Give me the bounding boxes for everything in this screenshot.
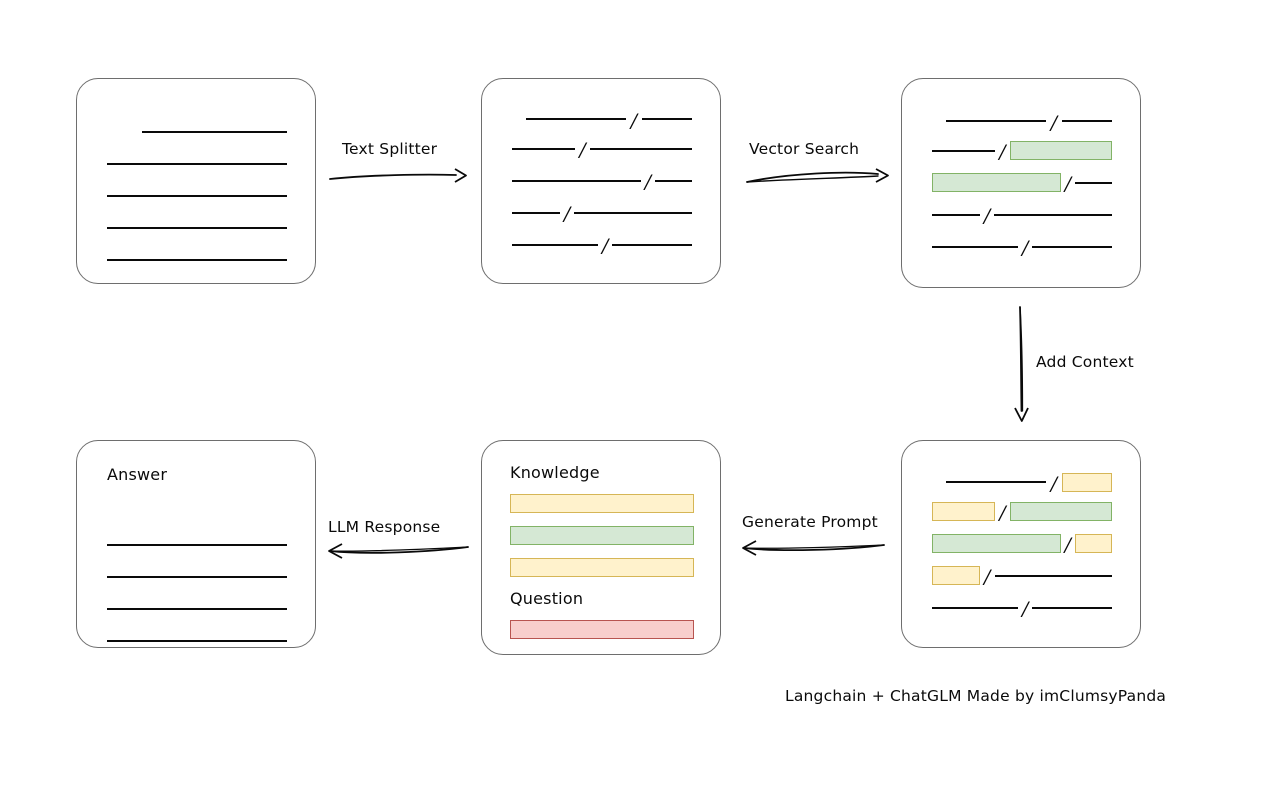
doc-line bbox=[107, 229, 287, 261]
slash-separator: / bbox=[984, 566, 991, 588]
chunk-segment bbox=[946, 481, 1046, 483]
chunk-segment bbox=[1062, 120, 1112, 122]
chunk-segment bbox=[574, 211, 692, 214]
doc-line bbox=[107, 106, 287, 133]
slash-separator: / bbox=[601, 235, 609, 257]
chunk-segment-highlight-yellow bbox=[932, 566, 980, 585]
chunk-row: / bbox=[512, 197, 692, 229]
question-label: Question bbox=[510, 589, 584, 608]
doc-line bbox=[107, 197, 287, 229]
split-chunks-lines: / / / / / bbox=[512, 79, 692, 283]
chunk-segment bbox=[932, 213, 980, 216]
chunk-segment bbox=[1075, 181, 1112, 184]
slash-separator: / bbox=[579, 139, 586, 161]
chunk-segment bbox=[655, 179, 692, 182]
chunk-row: / bbox=[512, 229, 692, 261]
slash-separator: / bbox=[983, 205, 991, 227]
knowledge-label: Knowledge bbox=[510, 463, 600, 482]
chunk-segment bbox=[512, 243, 598, 246]
arrow-llm-response: LLM Response bbox=[322, 518, 470, 568]
slash-separator: / bbox=[1064, 173, 1072, 195]
chunk-segment bbox=[512, 211, 560, 214]
chunk-segment bbox=[512, 179, 641, 182]
slash-separator: / bbox=[1021, 237, 1029, 259]
chunk-segment bbox=[526, 118, 626, 120]
question-bar bbox=[510, 620, 694, 639]
slash-separator: / bbox=[630, 109, 638, 132]
answer-line bbox=[107, 514, 287, 546]
chunk-segment bbox=[932, 149, 996, 152]
box-answer[interactable]: Answer bbox=[76, 440, 316, 648]
chunk-row: / bbox=[932, 231, 1112, 263]
context-added-chunks-lines: / / / / / bbox=[931, 441, 1112, 647]
box-context-added-chunks[interactable]: / / / / / bbox=[901, 440, 1141, 648]
slash-separator: / bbox=[1021, 598, 1029, 620]
knowledge-bar bbox=[510, 558, 694, 577]
arrow-vector-search-label: Vector Search bbox=[749, 140, 860, 158]
arrow-text-splitter-label: Text Splitter bbox=[342, 140, 438, 158]
chunk-segment-highlight-yellow bbox=[1062, 472, 1112, 492]
chunk-row: / bbox=[931, 167, 1112, 199]
arrow-add-context: Add Context bbox=[1008, 305, 1158, 425]
prompt-content: Knowledge Question bbox=[510, 463, 694, 639]
chunk-segment-highlight-green bbox=[1009, 502, 1112, 521]
chunk-segment bbox=[932, 606, 1018, 609]
chunk-row: / bbox=[932, 199, 1112, 231]
footer-credit: Langchain + ChatGLM Made by imClumsyPand… bbox=[785, 687, 1167, 705]
box-prompt[interactable]: Knowledge Question bbox=[481, 440, 721, 655]
arrow-add-context-label: Add Context bbox=[1036, 353, 1134, 371]
chunk-segment-highlight-green bbox=[932, 534, 1061, 553]
chunk-row: / bbox=[932, 469, 1112, 496]
chunk-row: / bbox=[932, 560, 1112, 592]
chunk-segment bbox=[1032, 245, 1112, 248]
arrow-generate-prompt-label: Generate Prompt bbox=[742, 513, 878, 531]
knowledge-bar bbox=[510, 494, 694, 513]
chunk-segment bbox=[512, 147, 576, 150]
chunk-segment bbox=[1032, 606, 1112, 609]
box-source-document[interactable] bbox=[76, 78, 316, 284]
chunk-row: / bbox=[932, 108, 1112, 135]
chunk-segment-highlight-green bbox=[931, 173, 1061, 192]
doc-line bbox=[107, 133, 287, 165]
chunk-row: / bbox=[932, 592, 1112, 624]
slash-separator: / bbox=[999, 141, 1006, 163]
arrow-text-splitter: Text Splitter bbox=[328, 140, 468, 190]
knowledge-bar bbox=[510, 526, 694, 545]
chunk-row: / bbox=[512, 133, 692, 165]
chunk-row: / bbox=[512, 165, 692, 197]
answer-line bbox=[107, 578, 287, 610]
chunk-segment bbox=[994, 213, 1112, 216]
chunk-row: / bbox=[512, 106, 692, 133]
box-split-chunks[interactable]: / / / / / bbox=[481, 78, 721, 284]
answer-label: Answer bbox=[107, 465, 168, 484]
arrow-vector-search: Vector Search bbox=[745, 140, 890, 190]
arrow-llm-response-label: LLM Response bbox=[328, 518, 441, 536]
slash-separator: / bbox=[1050, 472, 1058, 495]
slash-separator: / bbox=[644, 171, 652, 193]
slash-separator: / bbox=[999, 502, 1006, 524]
slash-separator: / bbox=[1064, 534, 1072, 556]
chunk-segment-highlight-green bbox=[1009, 141, 1112, 160]
chunk-segment bbox=[612, 243, 692, 246]
slash-separator: / bbox=[563, 203, 571, 225]
chunk-segment bbox=[994, 574, 1112, 577]
chunk-segment-highlight-yellow bbox=[1075, 534, 1112, 553]
matched-chunks-lines: / / / / / bbox=[931, 79, 1112, 287]
chunk-segment-highlight-yellow bbox=[931, 502, 996, 521]
doc-line bbox=[107, 165, 287, 197]
chunk-segment bbox=[642, 118, 692, 120]
chunk-segment bbox=[932, 245, 1018, 248]
slash-separator: / bbox=[1050, 111, 1058, 134]
answer-line bbox=[107, 546, 287, 578]
answer-content: Answer bbox=[107, 465, 287, 642]
answer-line bbox=[107, 610, 287, 642]
chunk-segment bbox=[946, 120, 1046, 122]
chunk-row: / bbox=[932, 135, 1112, 167]
chunk-row: / bbox=[931, 496, 1112, 528]
chunk-segment bbox=[589, 147, 692, 150]
box-matched-chunks[interactable]: / / / / / bbox=[901, 78, 1141, 288]
arrow-generate-prompt: Generate Prompt bbox=[736, 513, 886, 563]
source-document-lines bbox=[107, 79, 287, 283]
chunk-row: / bbox=[932, 528, 1112, 560]
